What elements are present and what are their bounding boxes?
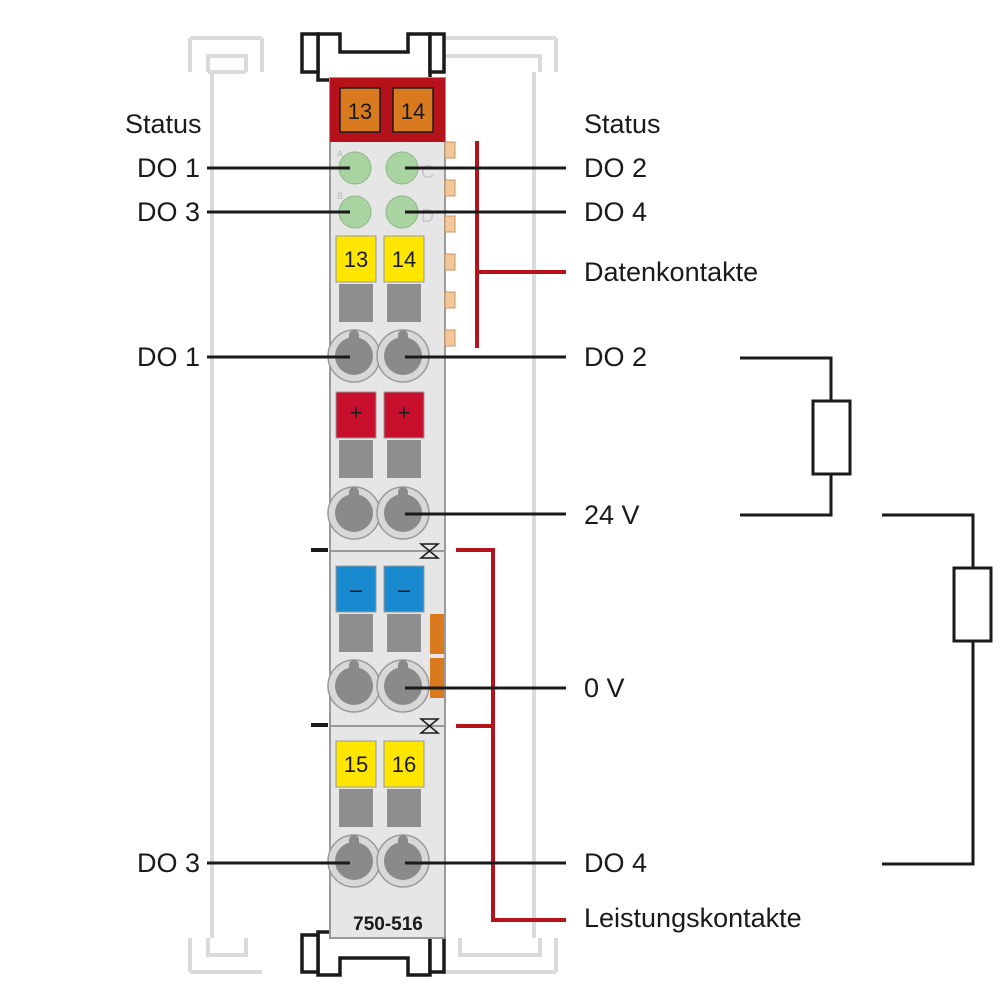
plus-symbol-2: +	[398, 400, 411, 425]
terminal-13-label: 13	[344, 247, 368, 272]
do2-terminal-label: DO 2	[584, 342, 648, 372]
power-contact-0v-a	[430, 614, 444, 654]
power-jumper-2	[418, 718, 441, 734]
24v-label: 24 V	[584, 500, 640, 530]
datenkontakte-bracket	[475, 141, 566, 348]
clamp-pair-3[interactable]	[327, 659, 430, 713]
load-circuit-1	[740, 356, 852, 517]
load-resistor-1	[811, 399, 852, 476]
minus-symbol-2: –	[398, 577, 411, 602]
leistungskontakte-bracket	[456, 548, 566, 922]
release-slot-4b[interactable]	[387, 789, 421, 827]
load-resistor-2	[952, 566, 993, 643]
led-letter-c: C	[421, 162, 434, 182]
led-letter-d: D	[421, 206, 434, 226]
terminal-14-label: 14	[392, 247, 416, 272]
data-contact-tabs	[444, 141, 456, 347]
led-letter-a: A	[337, 149, 343, 159]
power-jumper-1	[418, 543, 441, 559]
do1-led-label: DO 1	[136, 153, 200, 183]
marker-13-label: 13	[348, 99, 372, 124]
top-clip	[300, 32, 446, 82]
release-slot-1a[interactable]	[339, 284, 373, 322]
part-number: 750-516	[353, 914, 423, 935]
marker-14[interactable]	[392, 87, 434, 133]
datenkontakte-label: Datenkontakte	[584, 257, 759, 287]
do2-led-label: DO 2	[584, 153, 648, 183]
clamp-pair-1[interactable]	[327, 329, 430, 383]
minus-symbol-1: –	[350, 577, 363, 602]
release-slot-2b[interactable]	[387, 440, 421, 478]
terminal-13[interactable]	[335, 235, 377, 283]
do3-led-label: DO 3	[136, 197, 200, 227]
release-slot-3a[interactable]	[339, 614, 373, 652]
terminal-15-label: 15	[344, 752, 368, 777]
din-rail-outline	[188, 36, 558, 974]
marker-13[interactable]	[339, 87, 381, 133]
terminal-minus-2[interactable]	[383, 565, 425, 613]
terminal-16-label: 16	[392, 752, 416, 777]
do4-led-label: DO 4	[584, 197, 648, 227]
leader-lines	[207, 166, 566, 865]
terminal-15[interactable]	[335, 740, 377, 788]
release-slot-2a[interactable]	[339, 440, 373, 478]
0v-label: 0 V	[584, 673, 625, 703]
terminal-minus-1[interactable]	[335, 565, 377, 613]
led-letter-b: B	[337, 191, 343, 201]
terminal-plus-2[interactable]	[383, 391, 425, 439]
plus-symbol-1: +	[350, 400, 363, 425]
release-slot-1b[interactable]	[387, 284, 421, 322]
do3-terminal-label: DO 3	[136, 848, 200, 878]
load-circuit-2	[882, 513, 993, 866]
do4-terminal-label: DO 4	[584, 848, 648, 878]
clamp-pair-4[interactable]	[327, 834, 430, 888]
status-label-right: Status	[584, 109, 661, 139]
status-label-left: Status	[125, 109, 202, 139]
do1-terminal-label: DO 1	[136, 342, 200, 372]
power-contact-0v-b	[430, 658, 444, 698]
leistungskontakte-label: Leistungskontakte	[584, 903, 802, 933]
terminal-plus-1[interactable]	[335, 391, 377, 439]
marker-14-label: 14	[401, 99, 425, 124]
clamp-pair-2[interactable]	[327, 486, 430, 540]
release-slot-4a[interactable]	[339, 789, 373, 827]
terminal-16[interactable]	[383, 740, 425, 788]
terminal-14[interactable]	[383, 235, 425, 283]
release-slot-3b[interactable]	[387, 614, 421, 652]
